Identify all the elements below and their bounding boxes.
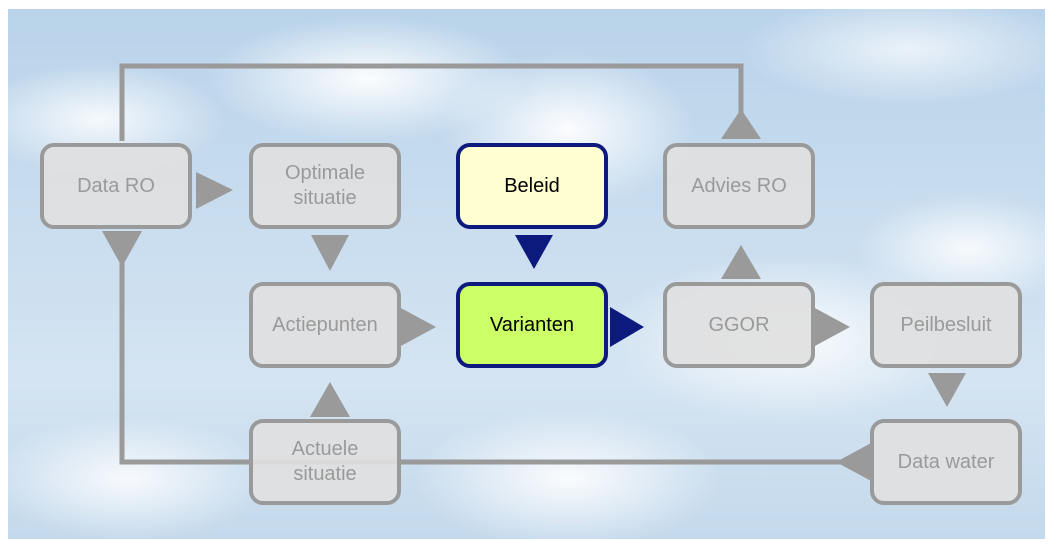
arrow-data-ro-to-optimale [196, 172, 233, 209]
node-optimale-situatie-label: Optimale situatie [284, 162, 366, 209]
arrow-actiepunten-to-varianten [399, 307, 436, 347]
node-data-ro: Data RO [40, 143, 192, 229]
node-actiepunten: Actiepunten [249, 282, 401, 368]
arrow-actuele-to-actiepunten [310, 382, 350, 417]
node-advies-ro: Advies RO [663, 143, 815, 229]
connector-data-water-to-data-ro [119, 259, 868, 465]
node-varianten: Varianten [456, 282, 608, 368]
node-actuele-situatie-label: Actuele situatie [291, 438, 359, 485]
node-optimale-situatie: Optimale situatie [249, 143, 401, 229]
node-data-ro-label: Data RO [77, 174, 155, 197]
node-actiepunten-label: Actiepunten [272, 313, 378, 336]
arrow-beleid-to-varianten [515, 235, 553, 269]
node-beleid-label: Beleid [504, 174, 560, 197]
node-data-water: Data water [870, 419, 1022, 505]
arrow-varianten-to-ggor [610, 307, 644, 347]
arrow-into-advies-ro-top [721, 109, 761, 139]
arrow-ggor-to-peilbesluit [813, 307, 850, 347]
arrow-into-data-ro-bottom [102, 231, 142, 267]
node-data-water-label: Data water [897, 450, 995, 473]
node-beleid: Beleid [456, 143, 608, 229]
node-varianten-label: Varianten [489, 313, 575, 336]
arrow-data-water-out [836, 442, 873, 482]
node-peilbesluit-label: Peilbesluit [900, 313, 992, 336]
arrow-peilbesluit-to-data-water [928, 373, 966, 407]
diagram-canvas: Data RO Optimale situatie Beleid Advies … [8, 9, 1045, 539]
connector-data-ro-to-advies-ro [119, 63, 744, 141]
connector-layer [102, 63, 966, 482]
node-ggor-label: GGOR [708, 313, 770, 336]
arrow-ggor-to-advies-ro [721, 245, 761, 279]
node-actuele-situatie: Actuele situatie [249, 419, 401, 505]
arrow-optimale-to-actiepunten [311, 235, 349, 271]
node-peilbesluit: Peilbesluit [870, 282, 1022, 368]
node-ggor: GGOR [663, 282, 815, 368]
node-advies-ro-label: Advies RO [691, 174, 787, 197]
